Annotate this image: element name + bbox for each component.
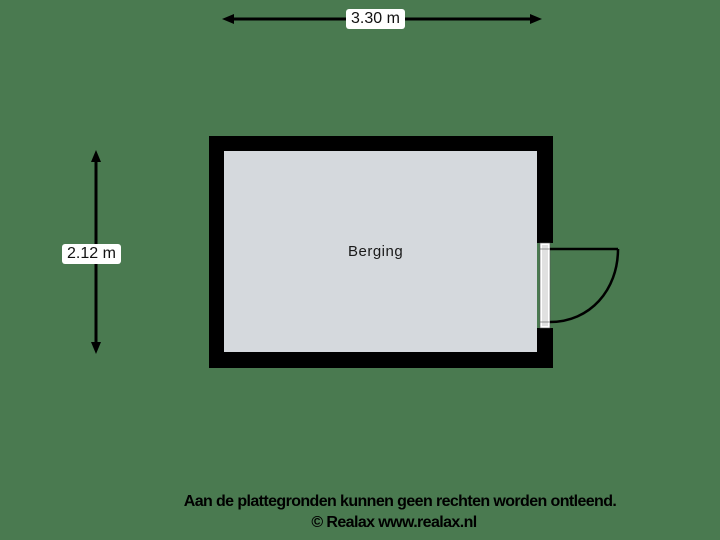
height-dimension-label: 2.12 m [62,244,121,264]
width-dimension-label: 3.30 m [346,9,405,29]
room-floor-berging [224,151,537,352]
disclaimer-text: Aan de plattegronden kunnen geen rechten… [183,493,617,510]
door [537,242,620,329]
room-label-berging: Berging [348,243,404,260]
copyright-text: © Realax www.realax.nl [311,514,477,531]
